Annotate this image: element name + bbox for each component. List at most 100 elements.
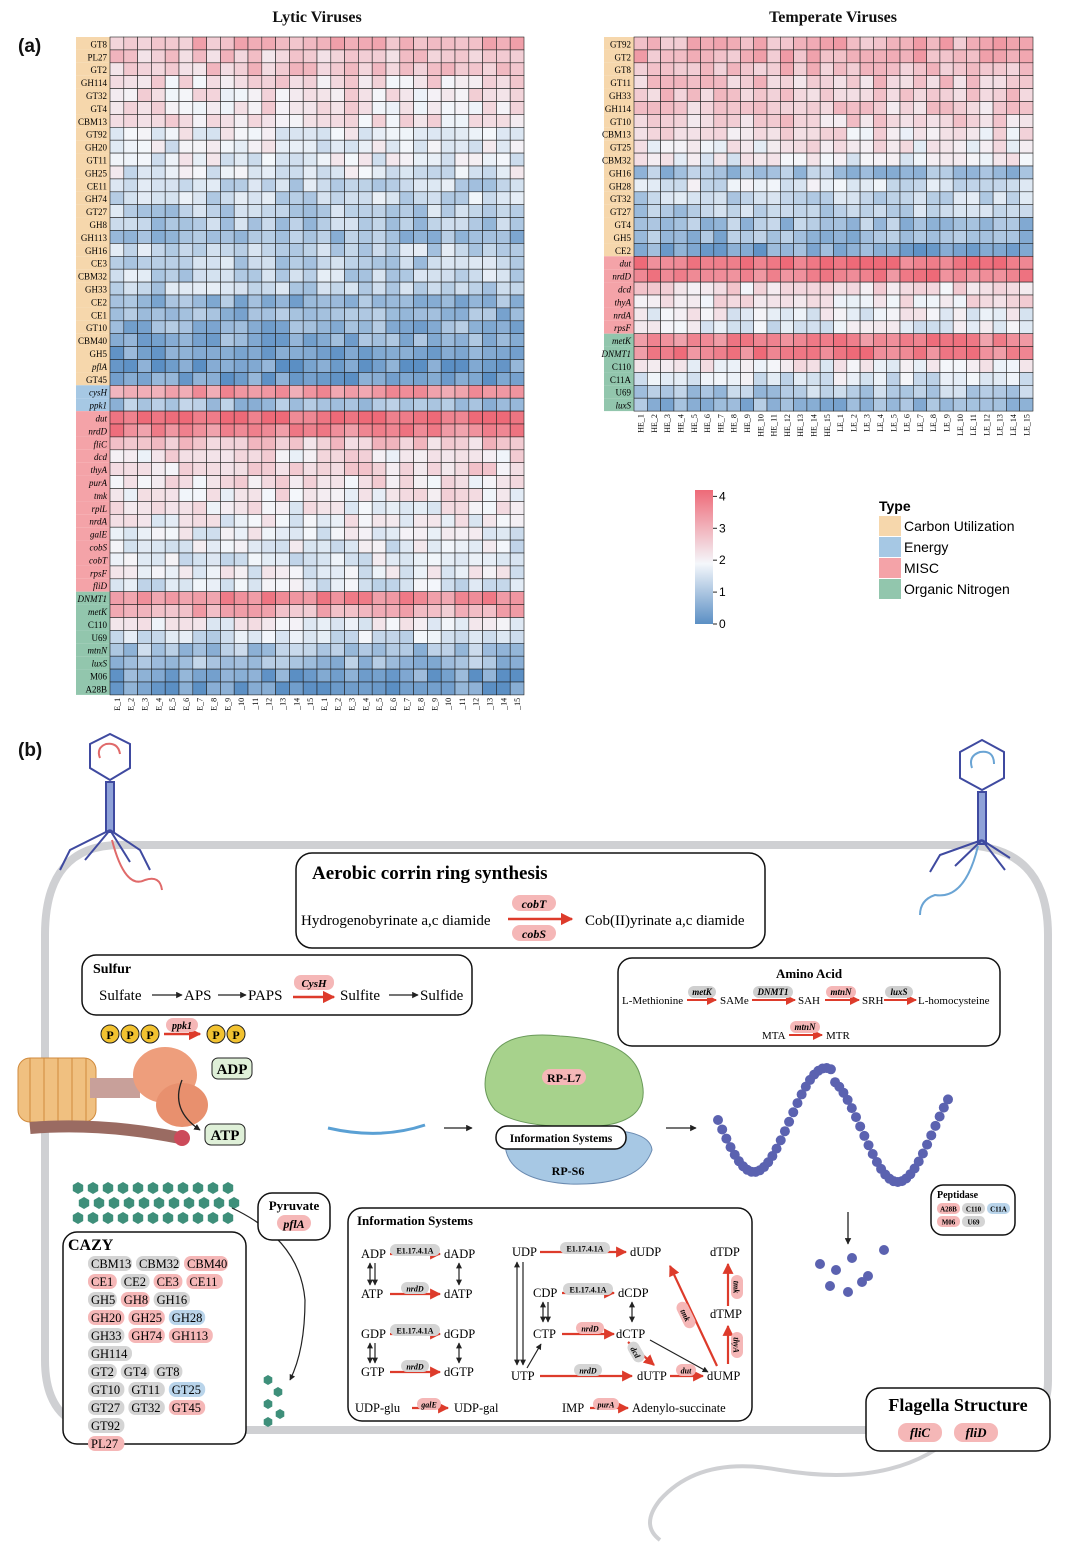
heatmap-cell (427, 178, 442, 193)
heatmap-cell (358, 462, 373, 476)
heatmap-cell (427, 204, 442, 218)
amino-acid-bead (922, 1139, 933, 1150)
column-label: HE_10 (756, 414, 765, 437)
heatmap-cell (952, 307, 967, 322)
heatmap-cell (385, 49, 401, 64)
heatmap-cell (833, 217, 848, 231)
heatmap-cell (454, 423, 470, 438)
heatmap-cell (275, 462, 290, 476)
heatmap-cell (496, 346, 511, 360)
heatmap-cell (806, 320, 821, 334)
heatmap-cell (660, 204, 675, 218)
heatmap-cell (399, 178, 414, 193)
legend-swatch (879, 516, 901, 536)
heatmap-cell (873, 307, 888, 322)
heatmap-cell (726, 114, 741, 128)
heatmap-cell (137, 655, 152, 670)
heatmap-cell (509, 384, 525, 399)
heatmap-cell (330, 320, 345, 334)
heatmap-cell (399, 462, 414, 476)
heatmap-cell (275, 178, 290, 193)
heatmap-cell (952, 397, 967, 412)
heatmap-cell (123, 475, 138, 489)
heatmap-cell (427, 62, 442, 76)
heatmap-cell (358, 333, 373, 347)
row-label: GH8 (90, 220, 108, 230)
cazy-title: CAZY (68, 1237, 114, 1254)
row-type-bar (604, 37, 634, 50)
heatmap-cell (399, 436, 414, 451)
heatmap-cell (233, 243, 249, 257)
heatmap-cell (454, 165, 470, 180)
heatmap-cell (247, 36, 263, 51)
heatmap-cell (247, 152, 263, 167)
gene-enzyme: E1.17.4.1A (569, 1286, 606, 1295)
heatmap-cell (454, 372, 470, 386)
heatmap-cell (468, 127, 483, 141)
heatmap-cell (779, 281, 794, 296)
row-type-bar (76, 217, 110, 231)
heatmap-cell (164, 268, 180, 283)
row-label: GT4 (91, 104, 108, 114)
colorbar-tick-label: 1 (719, 585, 726, 599)
heatmap-cell (206, 101, 221, 115)
heatmap-cell (1006, 217, 1021, 231)
heatmap-cell (886, 75, 901, 89)
heatmap-cell (344, 127, 359, 141)
row-label: C11A (610, 375, 632, 385)
cazy-chip (120, 1364, 150, 1379)
row-type-bar (76, 462, 110, 476)
heatmap-cell (912, 333, 927, 347)
heatmap-cell (192, 230, 207, 244)
heatmap-cell (261, 565, 276, 580)
heatmap-cell (178, 681, 194, 696)
heatmap-cell (289, 294, 304, 309)
heatmap-cell (302, 372, 318, 386)
heatmap-cell (220, 681, 235, 696)
amino-acid-bead (825, 1064, 836, 1075)
heatmap-cell (859, 139, 874, 154)
gene-dut: dut (681, 1367, 692, 1376)
heatmap-cell (358, 101, 373, 115)
heatmap-cell (482, 204, 497, 218)
heatmap-cell (302, 62, 318, 76)
heatmap-cell (454, 152, 470, 167)
heatmap-cell (233, 436, 249, 451)
heatmap-cell (330, 307, 345, 322)
amino-acid-bead (721, 1133, 732, 1144)
heatmap-cell (178, 552, 194, 567)
heatmap-cell (399, 630, 414, 644)
heatmap-cell (164, 152, 180, 167)
heatmap-cell (646, 127, 661, 141)
heatmap-cell (660, 49, 675, 64)
heatmap-cell (123, 204, 138, 218)
row-label: rplL (91, 504, 107, 514)
heatmap-cell (468, 36, 483, 51)
heatmap-cell (316, 88, 332, 102)
heatmap-cell (164, 604, 180, 618)
heatmap-cell (952, 127, 967, 141)
heatmap-cell (793, 75, 808, 89)
column-label: _14 (499, 698, 508, 711)
cazy-label: CE1 (91, 1275, 113, 1289)
heatmap-cell (123, 513, 138, 528)
heatmap-cell (509, 101, 525, 115)
heatmap-cell (427, 359, 442, 373)
heatmap-cell (371, 372, 387, 386)
heatmap-cell (247, 681, 263, 696)
heatmap-cell (261, 191, 276, 206)
row-label: dut (619, 259, 631, 269)
heatmap-cell (509, 423, 525, 438)
heatmap-cell (330, 230, 345, 244)
heatmap-cell (1006, 243, 1021, 257)
sugar-hexagon (87, 1182, 99, 1194)
heatmap-cell (926, 101, 941, 115)
heatmap-cell (726, 139, 741, 154)
heatmap-cell (468, 578, 483, 592)
heatmap-cell (496, 217, 511, 231)
heatmap-cell (427, 49, 442, 64)
phosphate-2: P (126, 1028, 133, 1042)
heatmap-cell (109, 501, 125, 515)
heatmap-cell (646, 36, 661, 51)
heatmap-cell (846, 152, 861, 167)
